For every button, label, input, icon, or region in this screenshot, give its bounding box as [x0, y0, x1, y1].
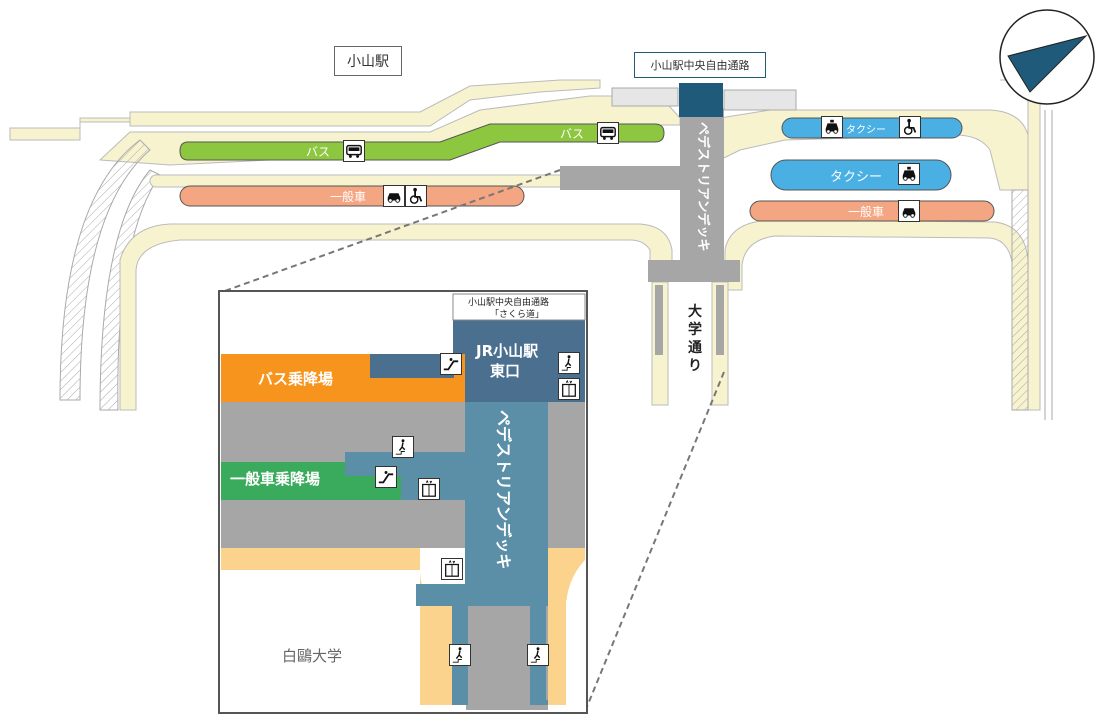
bus-icon	[597, 122, 619, 144]
elevator-icon	[418, 478, 440, 500]
general-lane-right	[749, 200, 995, 222]
bus-left-label: バス	[306, 145, 330, 159]
stairs-icon	[527, 644, 549, 666]
taxi-icon	[898, 163, 920, 185]
inset-bus-label: バス乗降場	[258, 370, 333, 388]
street-label: 大 学 通 り	[688, 303, 707, 374]
street-label-2: 学	[688, 321, 702, 338]
wheelchair-icon	[405, 185, 427, 207]
inset-station-line2: 東口	[490, 362, 520, 380]
compass-arrow-icon	[1007, 35, 1088, 93]
stairs-icon	[449, 644, 471, 666]
bus-lane-left	[179, 123, 665, 161]
corridor-label-text: 小山駅中央自由通路	[650, 59, 750, 72]
station-label: 小山駅	[334, 46, 402, 76]
inset-detail	[218, 290, 588, 714]
pedestrian-deck-overview	[560, 108, 740, 282]
inset-corridor-line2: 「さくら道」	[490, 308, 544, 320]
deck-overview-label: ペデストリアンデッキ	[695, 122, 711, 251]
compass	[999, 9, 1095, 105]
inset-general-label: 一般車乗降場	[230, 470, 320, 488]
general-left-label: 一般車	[330, 189, 366, 204]
elevator-icon	[558, 378, 580, 400]
elevator-icon	[441, 558, 463, 580]
car-icon	[383, 185, 405, 207]
bus-icon	[343, 140, 365, 162]
street-label-4: り	[688, 358, 702, 374]
corridor-label: 小山駅中央自由通路	[634, 52, 766, 78]
general-lane-left	[179, 185, 525, 207]
bus-right-label: バス	[560, 127, 584, 141]
car-icon	[898, 200, 920, 222]
stairs-icon	[392, 436, 414, 458]
inset-station-line1: JR小山駅	[475, 342, 539, 360]
taxi-icon	[821, 116, 843, 138]
wheelchair-icon	[899, 116, 921, 138]
escalator-icon	[375, 466, 397, 488]
stairs-icon	[558, 352, 580, 374]
general-right-label: 一般車	[848, 204, 884, 219]
street-label-3: 通	[688, 340, 702, 356]
taxi-mid-label: タクシー	[830, 170, 882, 185]
station-label-text: 小山駅	[347, 54, 389, 70]
taxi-top-label: タクシー	[846, 124, 886, 136]
zoom-line-right	[583, 371, 725, 715]
escalator-icon	[440, 353, 462, 375]
inset-university-label: 白鷗大学	[282, 647, 342, 665]
street-label-1: 大	[688, 303, 702, 320]
inset-corridor-line1: 小山駅中央自由通路	[468, 296, 549, 308]
inset-deck-label: ペデストリアンデッキ	[494, 410, 513, 569]
station-building	[679, 83, 723, 117]
inset-deck	[416, 402, 548, 705]
